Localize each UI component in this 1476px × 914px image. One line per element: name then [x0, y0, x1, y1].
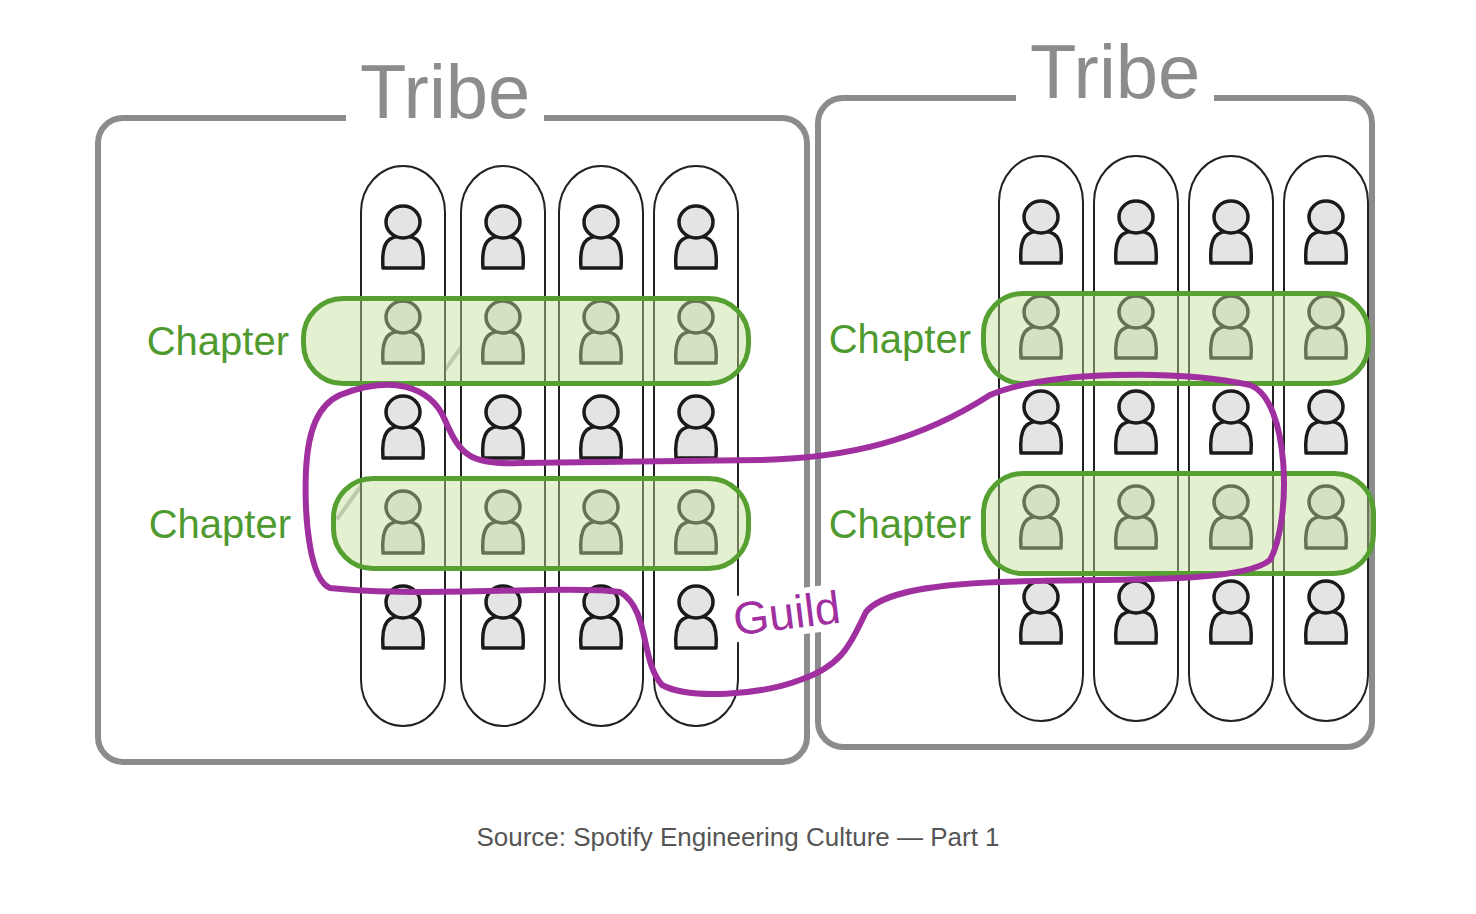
- text-holder: Chapter: [149, 504, 291, 544]
- squads-illustration: [821, 101, 1369, 744]
- text-holder: Chapter: [829, 504, 971, 544]
- person-body: [383, 616, 424, 648]
- person-head: [1309, 391, 1343, 423]
- person-body: [1116, 611, 1157, 643]
- squad-outline: [361, 166, 445, 726]
- person-head: [1119, 201, 1153, 233]
- person-body: [383, 236, 424, 268]
- person-head: [1119, 581, 1153, 613]
- squad-outline: [1284, 156, 1368, 721]
- person-body: [1211, 231, 1252, 263]
- text-holder: Tribe: [346, 54, 544, 130]
- person-body: [1021, 611, 1062, 643]
- person-head: [679, 206, 713, 238]
- squad-outline: [999, 156, 1083, 721]
- person-body: [1211, 421, 1252, 453]
- person-head: [386, 586, 420, 618]
- person-head: [584, 396, 618, 428]
- guild-label: Guild: [728, 583, 846, 642]
- chapter-label: Chapter: [149, 504, 291, 544]
- person-head: [1309, 201, 1343, 233]
- person-body: [1021, 421, 1062, 453]
- text-holder: Chapter: [147, 321, 289, 361]
- chapter-band: Chapter: [981, 291, 1371, 386]
- person-body: [1211, 611, 1252, 643]
- person-body: [676, 426, 717, 458]
- person-body: [483, 426, 524, 458]
- person-body: [1116, 231, 1157, 263]
- person-head: [1309, 581, 1343, 613]
- person-head: [486, 586, 520, 618]
- person-body: [1306, 611, 1347, 643]
- person-body: [581, 236, 622, 268]
- person-body: [483, 616, 524, 648]
- text-holder: Tribe: [1016, 34, 1214, 110]
- chapter-band: Chapter: [981, 471, 1376, 576]
- person-body: [483, 236, 524, 268]
- squad-outline: [461, 166, 545, 726]
- person-head: [486, 396, 520, 428]
- chapter-label: Chapter: [829, 319, 971, 359]
- tribe-box: TribeChapterChapter: [95, 115, 810, 765]
- person-head: [486, 206, 520, 238]
- text-holder: Chapter: [829, 319, 971, 359]
- text-holder: Guild: [730, 590, 843, 636]
- guild-path: [306, 375, 1284, 694]
- person-body: [581, 616, 622, 648]
- person-head: [1214, 201, 1248, 233]
- squad-outline: [654, 166, 738, 726]
- person-head: [584, 206, 618, 238]
- person-head: [1214, 581, 1248, 613]
- person-head: [679, 586, 713, 618]
- person-body: [676, 616, 717, 648]
- person-head: [584, 586, 618, 618]
- chapter-band: Chapter: [301, 296, 751, 386]
- guild-region: Guild: [290, 365, 1300, 710]
- person-body: [1306, 231, 1347, 263]
- squad-outline: [1189, 156, 1273, 721]
- caption: Source: Spotify Engineering Culture — Pa…: [476, 824, 999, 850]
- caption-holder: Source: Spotify Engineering Culture — Pa…: [0, 824, 1476, 850]
- person-body: [1116, 421, 1157, 453]
- chapter-label: Chapter: [147, 321, 289, 361]
- squads-illustration: [101, 121, 804, 759]
- person-head: [386, 206, 420, 238]
- chapter-band: Chapter: [331, 476, 751, 571]
- person-head: [1024, 201, 1058, 233]
- squad-outline: [559, 166, 643, 726]
- person-body: [581, 426, 622, 458]
- squad-outline: [1094, 156, 1178, 721]
- person-body: [1306, 421, 1347, 453]
- person-body: [383, 426, 424, 458]
- tribe-heading: Tribe: [1016, 34, 1214, 110]
- tribe-box: TribeChapterChapter: [815, 95, 1375, 750]
- guild-outline: [290, 365, 1300, 710]
- tribe-heading: Tribe: [346, 54, 544, 130]
- person-body: [676, 236, 717, 268]
- person-head: [386, 396, 420, 428]
- chapter-label: Chapter: [829, 504, 971, 544]
- person-head: [1024, 581, 1058, 613]
- person-head: [679, 396, 713, 428]
- person-head: [1119, 391, 1153, 423]
- person-head: [1024, 391, 1058, 423]
- person-body: [1021, 231, 1062, 263]
- person-head: [1214, 391, 1248, 423]
